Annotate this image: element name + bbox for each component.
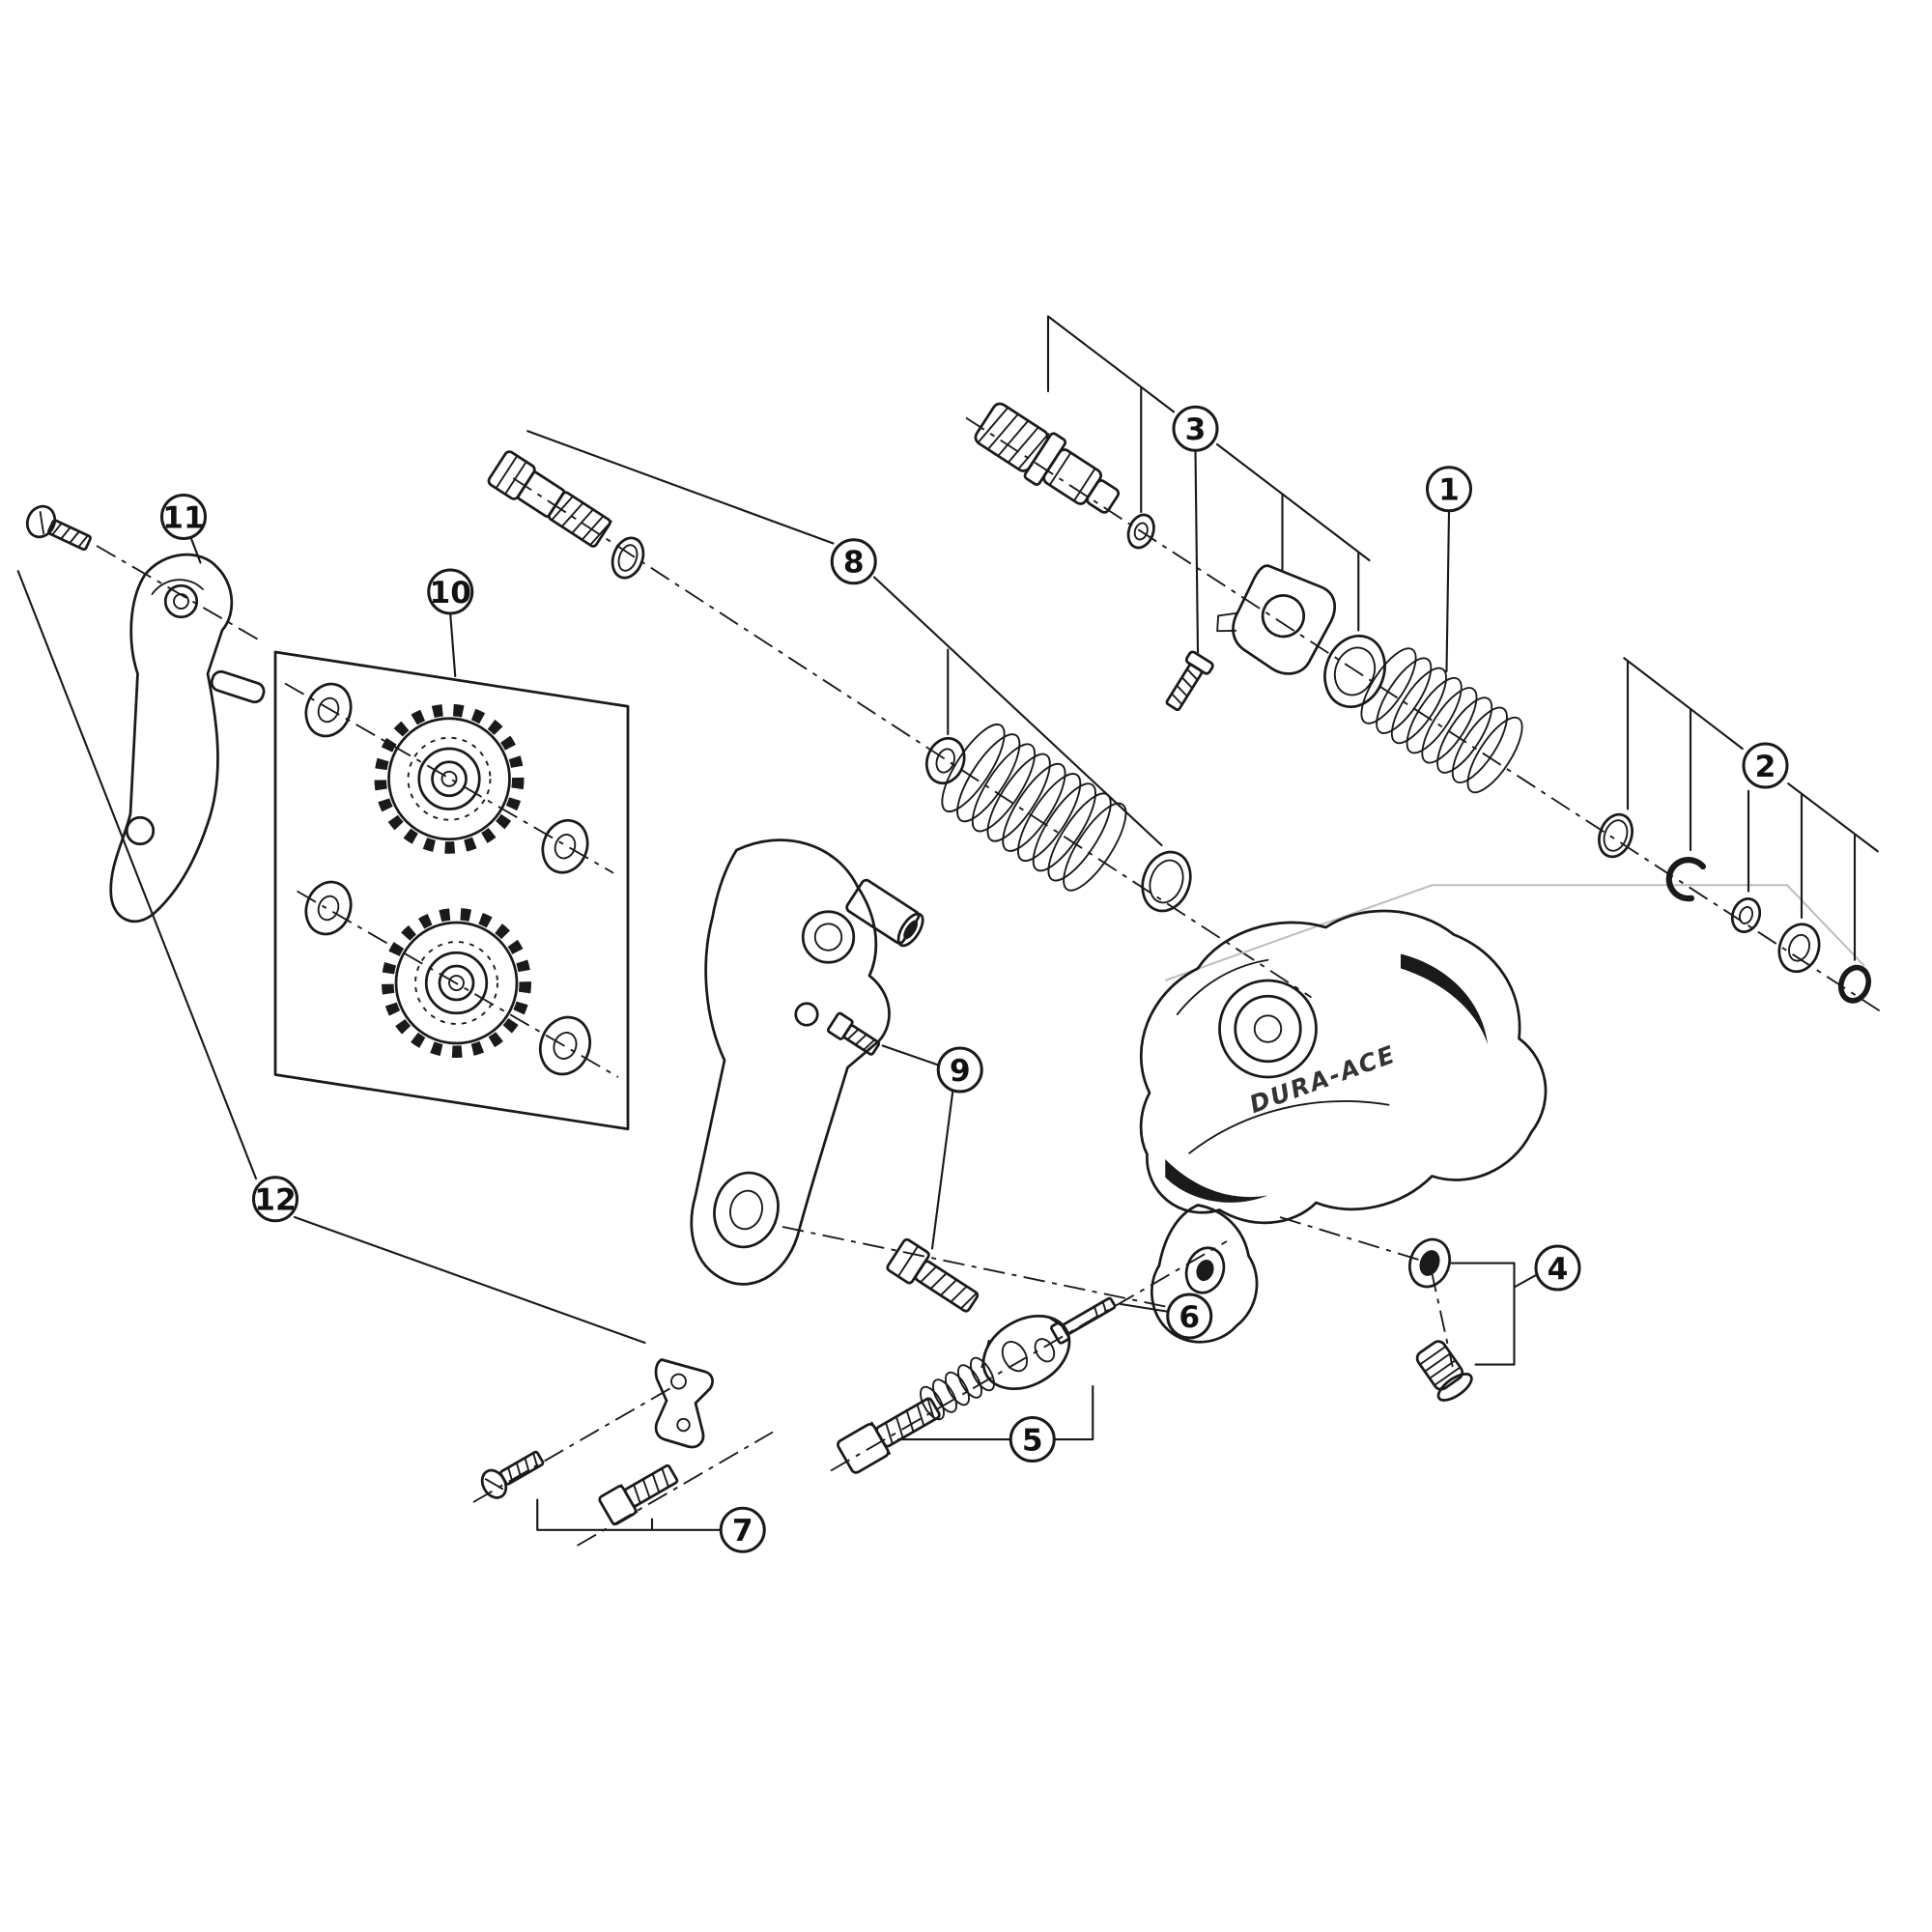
svg-text:6: 6 [1179,1300,1200,1335]
svg-text:3: 3 [1185,412,1207,447]
svg-text:5: 5 [1022,1423,1043,1458]
cable-fixing-pin [1050,1296,1117,1345]
b-adjust-screw [1165,650,1214,712]
limit-screw-a [480,1450,545,1499]
callout-8: 8 [830,538,877,585]
brand-logo-text: DURA-ACE [1246,1039,1400,1119]
callout-10: 10 [427,568,474,615]
callout-11: 11 [160,494,207,540]
cage-mount-stud [845,878,924,948]
b-tension-cam-plate [1216,564,1337,675]
svg-text:4: 4 [1548,1252,1569,1287]
b-axle-bolt [974,402,1121,514]
pulley-washer-b [541,818,589,874]
plate-fixing-screw [25,504,92,552]
pulley-set-box [273,650,630,1131]
cage-pivot-bolt [487,450,612,548]
cage-stop-bolt [826,1011,881,1056]
c-clip [1665,857,1707,902]
pulley-washer-d [538,1015,592,1076]
callout-12: 12 [252,1176,298,1223]
limit-screw-b [598,1463,679,1526]
b-tension-spring [1360,647,1523,794]
pulley-washer-a [304,682,353,738]
callout-3: 3 [1172,405,1219,452]
inner-cage-plate [690,838,891,1286]
pivot-bolt-ring [611,536,645,580]
cage-seal-ring [1141,850,1192,913]
tension-pulley [382,908,531,1058]
svg-text:1: 1 [1438,473,1460,508]
cage-tension-spring [941,724,1127,892]
b-axle-seal-washer [1323,634,1386,709]
cable-adjust-barrel [980,1314,1071,1391]
knuckle-cap-washer [1407,1237,1452,1289]
guide-pulley [374,703,525,854]
callout-leader-lines [16,315,1879,1531]
callout-9: 9 [936,1046,983,1094]
callout-1: 1 [1426,466,1472,513]
callout-5: 5 [1009,1416,1056,1463]
callout-6: 6 [1166,1293,1213,1340]
stroke-link-plate [654,1358,714,1449]
cage-washer [924,736,966,785]
callout-4: 4 [1534,1244,1581,1292]
construction-lines [1164,884,1865,981]
center-axis-lines [96,416,1883,1547]
svg-text:10: 10 [430,576,472,611]
pulley-washer-c [304,880,353,936]
small-washer [1730,897,1762,933]
derailleur-body: DURA-ACE [1139,909,1548,1225]
svg-text:2: 2 [1755,750,1776,784]
cage-lower-pivot-bolt [886,1237,980,1313]
callout-2: 2 [1742,742,1789,789]
body-knuckle [1151,1204,1259,1344]
o-ring [1837,964,1872,1004]
svg-text:12: 12 [254,1183,297,1218]
snap-ring [1598,812,1634,859]
svg-text:9: 9 [950,1054,971,1089]
rubber-plug [1415,1340,1473,1402]
svg-text:8: 8 [843,546,865,581]
svg-text:11: 11 [162,500,205,535]
adjuster-bolt [837,1397,941,1474]
outer-cage-plate [109,553,266,923]
adjuster-spring [920,1356,995,1421]
b-axle-washer [1126,513,1155,550]
svg-text:7: 7 [732,1514,753,1548]
callout-7: 7 [719,1506,766,1553]
flat-washer [1777,923,1821,974]
